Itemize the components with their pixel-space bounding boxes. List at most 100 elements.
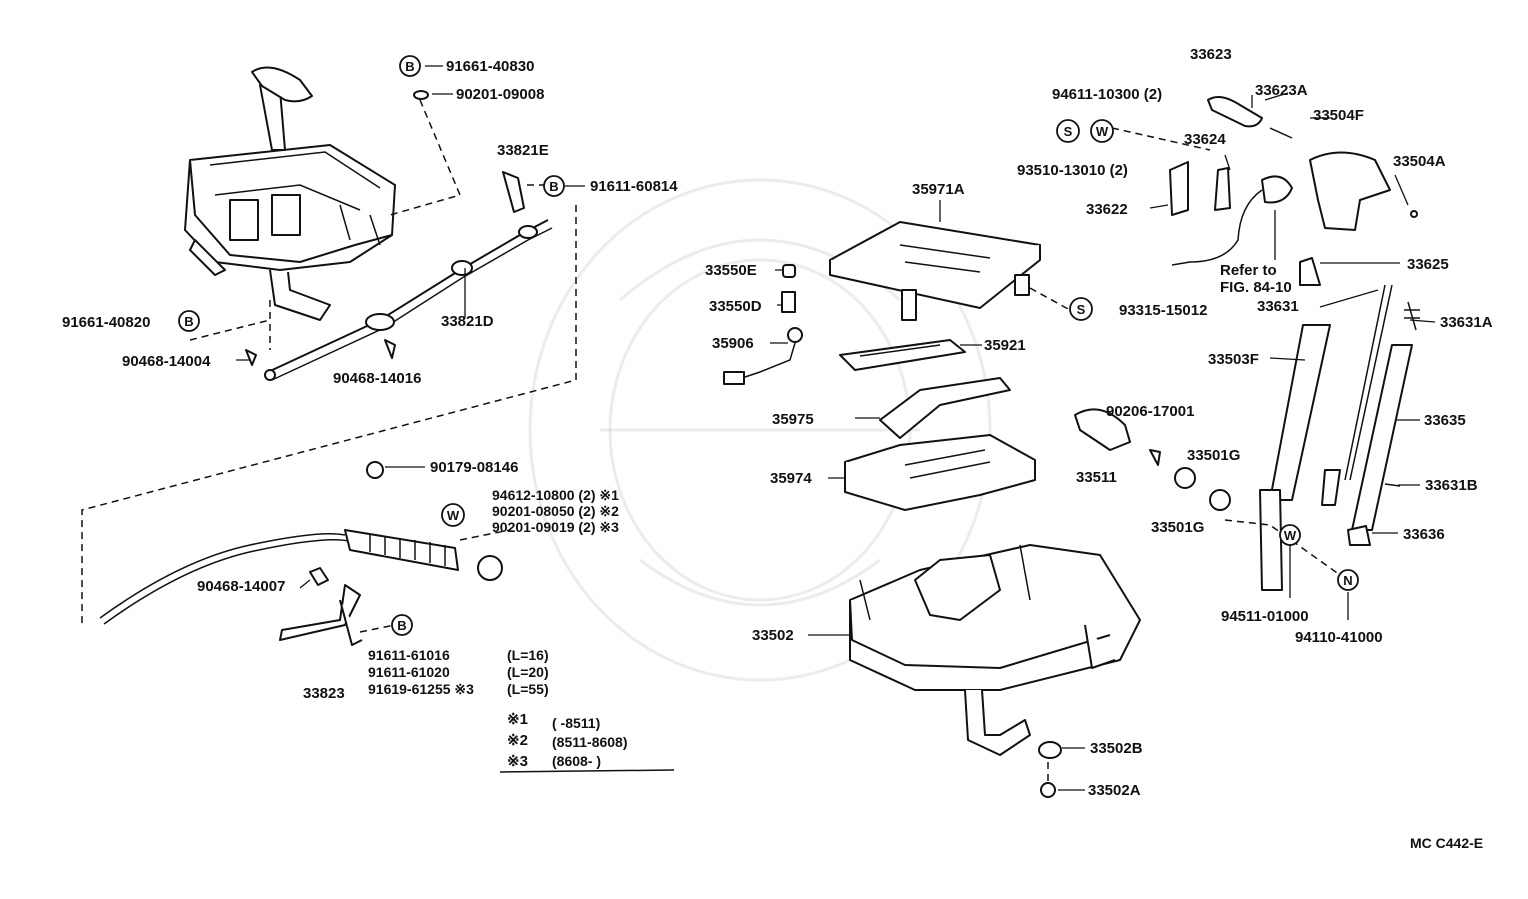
svg-text:B: B xyxy=(549,179,558,194)
svg-text:N: N xyxy=(1343,573,1352,588)
bulb-icon xyxy=(781,291,796,313)
part-label: 33502 xyxy=(752,627,794,644)
footnote-mark: ※1 xyxy=(507,711,528,728)
svg-text:S: S xyxy=(1077,302,1086,317)
part-label: 91611-61016 xyxy=(368,647,450,663)
socket-wire-drawing xyxy=(723,327,803,385)
part-label: 33623 xyxy=(1190,46,1232,63)
part-label: 35971A xyxy=(912,181,965,198)
part-label: 94511-01000 xyxy=(1221,608,1309,625)
footnote-table: ※1 ( -8511) ※2 (8511-8608) ※3 (8608- ) xyxy=(499,711,675,773)
part-label: 93510-13010 (2) xyxy=(1017,162,1128,179)
reference-note: FIG. 84-10 xyxy=(1220,279,1292,296)
cushion-icon xyxy=(1040,782,1056,798)
part-label: 90201-09008 xyxy=(456,86,544,103)
watermark-emblem xyxy=(528,178,992,682)
svg-text:W: W xyxy=(1284,528,1297,543)
bezel-drawing xyxy=(844,434,1036,511)
part-label: 33622 xyxy=(1086,201,1128,218)
part-label: 33502B xyxy=(1090,740,1143,757)
part-label: 35975 xyxy=(772,411,814,428)
part-label: 90201-08050 (2) ※2 xyxy=(492,503,619,519)
indicator-housing-drawing xyxy=(829,221,1041,321)
clip-icon xyxy=(384,339,396,359)
washer-symbol-icon: W xyxy=(1279,524,1301,546)
part-label: 33625 xyxy=(1407,256,1449,273)
part-label: 90201-09019 (2) ※3 xyxy=(492,519,619,535)
part-label: 33631 xyxy=(1257,298,1299,315)
part-label: 90468-14007 xyxy=(197,578,285,595)
part-label: 33636 xyxy=(1403,526,1445,543)
part-label: 91619-61255 ※3 xyxy=(368,681,474,697)
washer-symbol-icon: W xyxy=(1090,119,1114,143)
length-note: (L=55) xyxy=(507,681,549,697)
control-cable-drawing xyxy=(99,529,503,646)
figure-code: MC C442-E xyxy=(1410,835,1483,851)
footnote-range: ( -8511) xyxy=(552,715,600,731)
part-label: 90468-14004 xyxy=(122,353,211,370)
footnote-mark: ※2 xyxy=(507,732,528,749)
part-label: 91611-61020 xyxy=(368,664,450,680)
button-spring-drawing xyxy=(1074,408,1231,511)
footnote-range: (8608- ) xyxy=(552,753,601,769)
part-label: 33501G xyxy=(1187,447,1240,464)
svg-text:B: B xyxy=(405,59,414,74)
part-label: 33631B xyxy=(1425,477,1478,494)
length-note: (L=16) xyxy=(507,647,549,663)
washer-symbol-icon: W xyxy=(441,503,465,527)
part-labels: 91661-40830 90201-09008 33821E 91611-608… xyxy=(62,46,1493,799)
symbol-markers: B B B B W W W S xyxy=(178,55,1359,636)
part-label: 93315-15012 xyxy=(1119,302,1207,319)
svg-text:W: W xyxy=(1096,124,1109,139)
svg-text:B: B xyxy=(184,314,193,329)
part-label: 33821E xyxy=(497,142,549,159)
part-label: 35906 xyxy=(712,335,754,352)
part-label: 35921 xyxy=(984,337,1026,354)
part-label: 33511 xyxy=(1076,469,1117,486)
part-label: 33631A xyxy=(1440,314,1493,331)
part-label: 94612-10800 (2) ※1 xyxy=(492,487,619,503)
nut-icon xyxy=(366,461,384,479)
bolt-symbol-icon: B xyxy=(391,614,413,636)
knob-drawing xyxy=(1169,95,1418,266)
part-label: 33504F xyxy=(1313,107,1364,124)
clip-icon xyxy=(245,349,257,366)
part-label: 33502A xyxy=(1088,782,1141,799)
bolt-symbol-icon: B xyxy=(399,55,421,77)
shift-lever-assembly-drawing xyxy=(184,66,396,321)
screw-symbol-icon: S xyxy=(1056,119,1080,143)
lever-rods-drawing xyxy=(1259,257,1420,591)
part-label: 33821D xyxy=(441,313,494,330)
part-label: 33501G xyxy=(1151,519,1204,536)
part-label: 94110-41000 xyxy=(1295,629,1383,646)
svg-text:S: S xyxy=(1064,124,1073,139)
part-label: 91661-40820 xyxy=(62,314,150,331)
part-label: 33635 xyxy=(1424,412,1466,429)
part-label: 91611-60814 xyxy=(590,178,678,195)
console-bracket-drawing xyxy=(849,544,1141,756)
part-label: 33550E xyxy=(705,262,757,279)
shift-cable-drawing xyxy=(264,171,553,381)
bulb-icon xyxy=(782,264,796,278)
part-label: 90206-17001 xyxy=(1106,403,1194,420)
part-label: 33624 xyxy=(1184,131,1226,148)
length-note: (L=20) xyxy=(507,664,549,680)
part-label: 33623A xyxy=(1255,82,1308,99)
part-label: 33504A xyxy=(1393,153,1446,170)
part-label: 33550D xyxy=(709,298,762,315)
part-label: 91661-40830 xyxy=(446,58,534,75)
footnote-mark: ※3 xyxy=(507,753,528,770)
part-label: 94611-10300 (2) xyxy=(1052,86,1162,103)
part-label: 90468-14016 xyxy=(333,370,421,387)
reference-note: Refer to xyxy=(1220,262,1277,279)
footnote-range: (8511-8608) xyxy=(552,734,628,750)
part-label: 90179-08146 xyxy=(430,459,518,476)
svg-text:W: W xyxy=(447,508,460,523)
part-label: 33823 xyxy=(303,685,345,702)
screw-symbol-icon: S xyxy=(1069,297,1093,321)
svg-text:B: B xyxy=(397,618,406,633)
indicator-plate-drawing xyxy=(839,339,966,371)
part-label: 33503F xyxy=(1208,351,1259,368)
